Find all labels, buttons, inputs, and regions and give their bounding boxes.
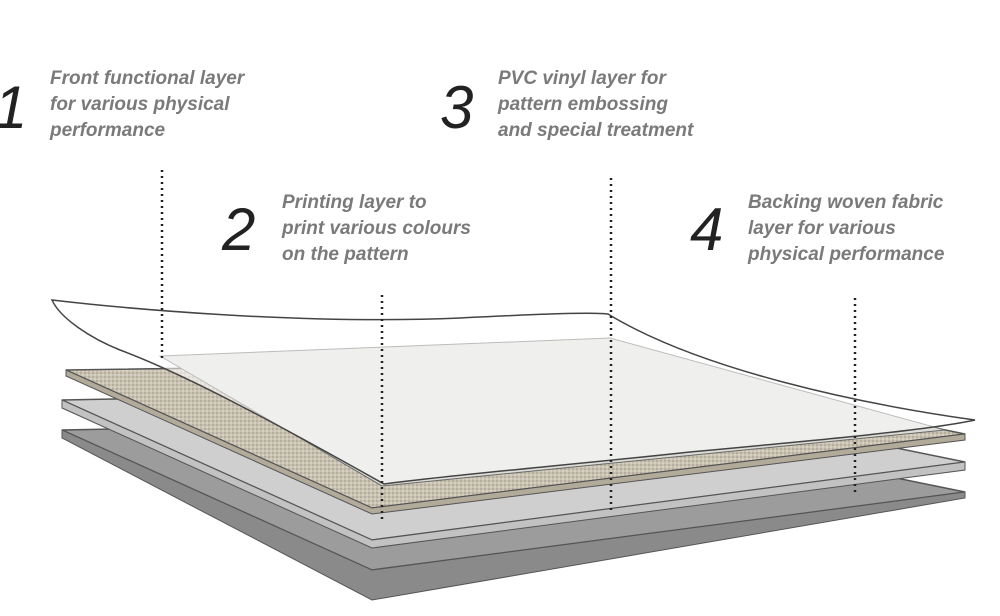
layer-2-line-3: on the pattern: [282, 244, 409, 265]
layer-3-description: PVC vinyl layer for pattern embossing an…: [498, 66, 693, 144]
layer-1-number: 1: [0, 78, 27, 138]
layer-4-line-1: Backing woven fabric: [748, 192, 944, 213]
layer-4-description: Backing woven fabric layer for various p…: [748, 190, 944, 268]
layer-2-line-2: print various colours: [282, 218, 471, 239]
layer-1-line-2: for various physical: [50, 94, 230, 115]
layer-4-line-2: layer for various: [748, 218, 896, 239]
layer-3-line-3: and special treatment: [498, 120, 694, 141]
layer-3-line-2: pattern embossing: [498, 94, 668, 115]
layer-3-line-1: PVC vinyl layer for: [498, 68, 666, 89]
layer-2-description: Printing layer to print various colours …: [282, 190, 471, 268]
backing-layer-bottom-edge: [61, 429, 966, 601]
printing-layer-edge: [65, 369, 966, 515]
front-functional-film: [50, 299, 976, 485]
backing-fabric-layer-edge: [61, 399, 966, 549]
layer-3-number: 3: [440, 74, 474, 141]
layer-1-line-3: performance: [50, 120, 166, 141]
layer-1-line-1: Front functional layer: [50, 68, 245, 89]
layer-2-line-1: Printing layer to: [282, 192, 427, 213]
layer-4-line-3: physical performance: [748, 244, 945, 265]
layer-2-number: 2: [222, 196, 256, 263]
layer-4-number: 4: [690, 196, 724, 263]
layer-1-description: Front functional layer for various physi…: [50, 66, 244, 144]
